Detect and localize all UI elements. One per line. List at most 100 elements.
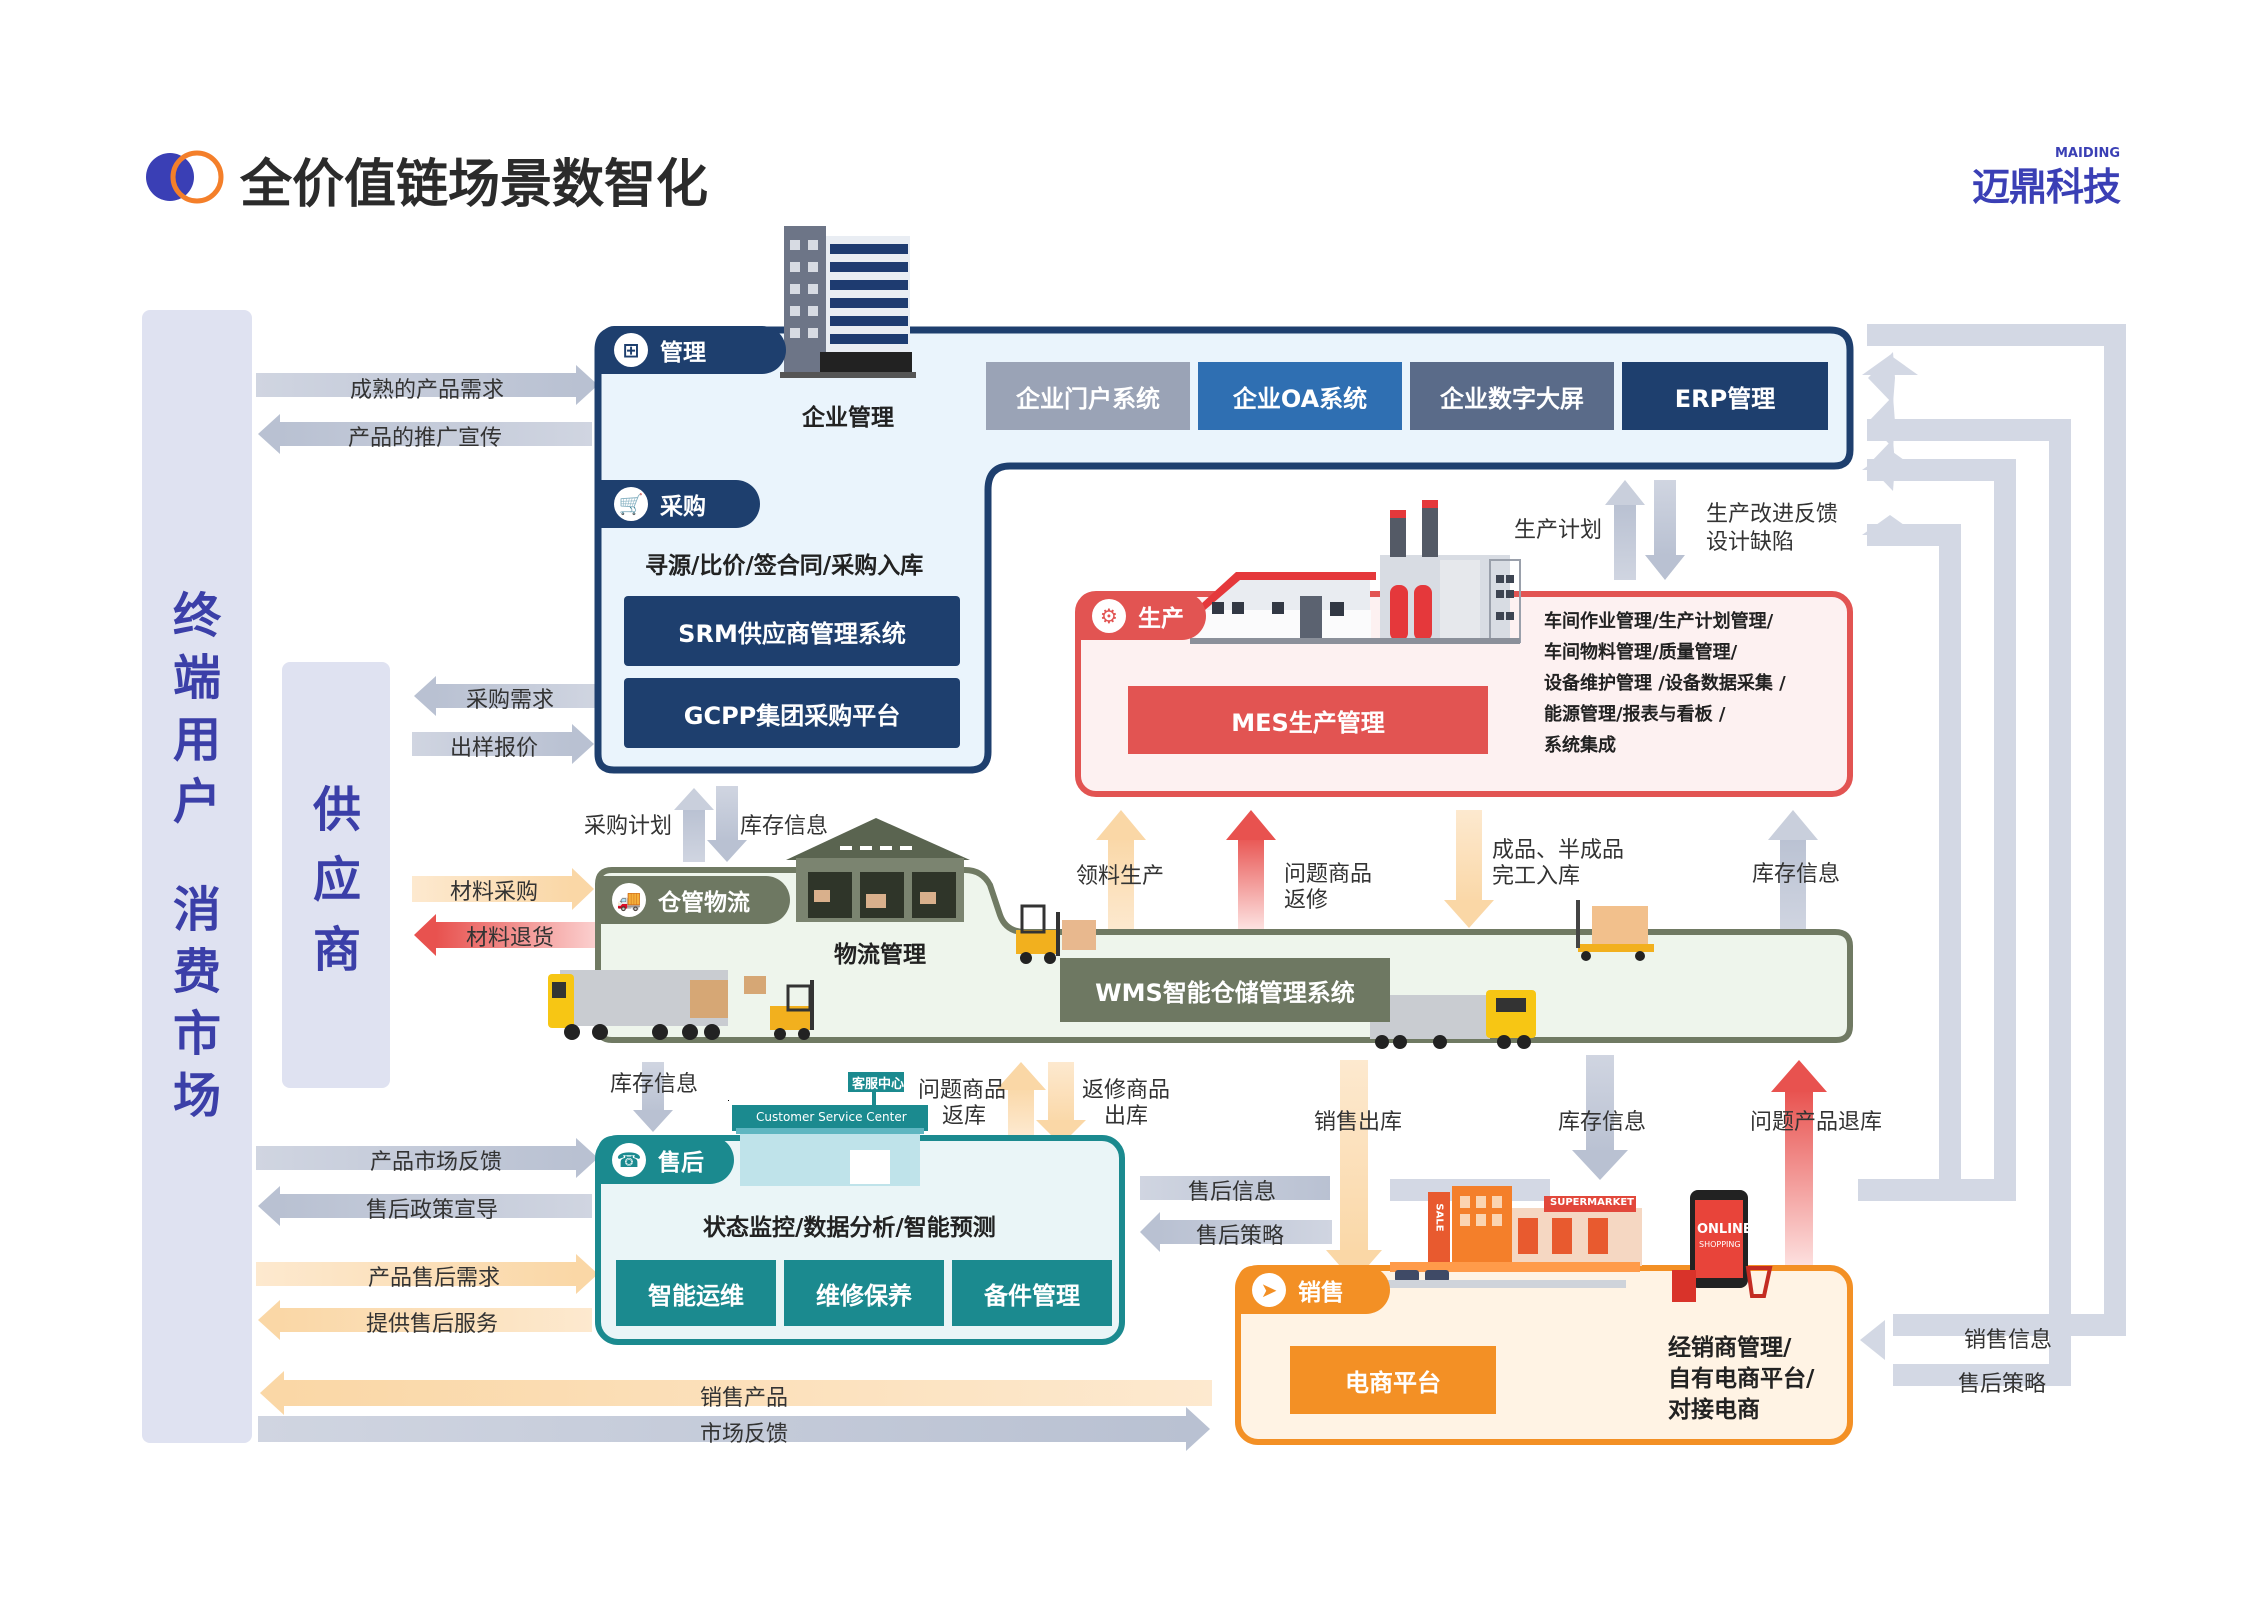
- system-ops[interactable]: 智能运维: [616, 1260, 776, 1326]
- label-a12: 问题商品: [1284, 862, 1373, 887]
- system-dashboard[interactable]: 企业数字大屏: [1410, 362, 1614, 430]
- title-logo-icon: [146, 150, 224, 204]
- arrow-a14: [1768, 810, 1818, 930]
- tag-management-label: 管理: [660, 340, 706, 366]
- tag-aftersales-label: 售后: [658, 1150, 704, 1176]
- system-portal[interactable]: 企业门户系统: [986, 362, 1190, 430]
- label-a5: 材料采购: [450, 880, 539, 905]
- forklift-left-illustration: [744, 976, 814, 1040]
- arrow-a11: [1096, 810, 1146, 930]
- tag-management: ⊞ 管理: [600, 326, 786, 374]
- arrow-a22: [258, 1186, 592, 1226]
- system-maintenance[interactable]: 维修保养: [784, 1260, 944, 1326]
- arrow-a17: [1036, 1062, 1086, 1145]
- warehouse-title: 物流管理: [834, 942, 926, 968]
- brand-logo: MAIDING 迈鼎科技: [1950, 140, 2121, 211]
- arrow-a24: [258, 1300, 592, 1340]
- arrow-a23: [256, 1254, 598, 1294]
- arrow-sales-info: [1860, 1320, 1885, 1360]
- warehouse-building-illustration: [786, 818, 970, 922]
- label-a17: 返修商品: [1082, 1078, 1171, 1103]
- tag-warehouse: 🚚 仓管物流: [598, 876, 790, 924]
- production-feature-5: 系统集成: [1544, 735, 1616, 756]
- customer-service-illustration: [728, 1072, 928, 1186]
- arrow-a4: [412, 724, 594, 764]
- tag-warehouse-label: 仓管物流: [658, 890, 750, 916]
- label-a22: 售后政策宣导: [366, 1198, 499, 1223]
- supplier-text: 供应商: [312, 782, 361, 978]
- label-a3: 采购需求: [466, 688, 555, 713]
- arrow-a8: [707, 786, 747, 862]
- consumer-bar: [142, 310, 252, 1443]
- system-erp[interactable]: ERP管理: [1622, 362, 1828, 430]
- label-a26: 售后策略: [1196, 1224, 1285, 1249]
- system-gcpp[interactable]: GCPP集团采购平台: [624, 678, 960, 748]
- tag-sales: ➤ 销售: [1238, 1266, 1390, 1314]
- label-a17b: 出库: [1104, 1104, 1149, 1129]
- headset-icon: ☎: [612, 1143, 646, 1177]
- arrow-a21: [256, 1138, 598, 1178]
- brand-logo-name: 迈鼎科技: [1971, 165, 2121, 209]
- label-a13: 成品、半成品: [1492, 838, 1625, 863]
- tag-procurement: 🛒 采购: [600, 480, 760, 528]
- forklift-mid-illustration: [1016, 904, 1096, 964]
- arrow-a6: [414, 914, 596, 956]
- truck-right-illustration: [1370, 990, 1536, 1049]
- label-a7: 采购计划: [584, 814, 673, 839]
- system-srm[interactable]: SRM供应商管理系统: [624, 596, 960, 666]
- procurement-title: 寻源/比价/签合同/采购入库: [645, 553, 924, 579]
- label-a14: 库存信息: [1752, 862, 1841, 887]
- sale-sign: SALE: [1433, 1203, 1445, 1232]
- consumer-text: 终端用户消费市场: [172, 588, 221, 1124]
- label-a18: 销售出库: [1314, 1110, 1403, 1135]
- production-feature-1: 车间作业管理/生产计划管理/: [1544, 611, 1774, 632]
- system-ecommerce[interactable]: 电商平台: [1290, 1346, 1496, 1414]
- label-a29: 销售信息: [1964, 1328, 2053, 1353]
- arrow-a2: [258, 414, 592, 454]
- office-building-illustration: [780, 226, 916, 378]
- factory-illustration: [1190, 500, 1521, 644]
- label-a4: 出样报价: [450, 736, 539, 761]
- label-a16b: 返库: [942, 1104, 987, 1129]
- system-spareparts[interactable]: 备件管理: [952, 1260, 1112, 1326]
- arrow-a13: [1444, 810, 1494, 928]
- label-a10b: 设计缺陷: [1706, 530, 1795, 555]
- service-sign: 客服中心: [852, 1077, 905, 1092]
- tag-production-label: 生产: [1138, 606, 1184, 632]
- arrow-a7: [674, 788, 714, 862]
- supplier-label: 供应商: [302, 775, 372, 985]
- system-wms[interactable]: WMS智能仓储管理系统: [1060, 958, 1390, 1022]
- arrow-a27: [260, 1371, 1212, 1415]
- label-a1: 成熟的产品需求: [350, 378, 505, 403]
- arrow-a28: [258, 1407, 1210, 1451]
- sales-feature-2: 自有电商平台/: [1668, 1366, 1815, 1392]
- pallet-jack-illustration: [1576, 900, 1654, 961]
- arrow-a5: [412, 868, 594, 910]
- label-a27: 销售产品: [700, 1386, 789, 1411]
- location-pin-icon: ➤: [1252, 1273, 1286, 1307]
- label-a6: 材料退货: [466, 926, 555, 951]
- arrow-right-loop-1: [1868, 352, 1895, 404]
- arrow-a20: [1771, 1060, 1827, 1270]
- truck-left-illustration: [548, 970, 728, 1040]
- label-a11: 领料生产: [1076, 864, 1165, 889]
- label-a25: 售后信息: [1188, 1180, 1277, 1205]
- arrow-a18: [1326, 1060, 1382, 1282]
- label-a28: 市场反馈: [700, 1422, 789, 1447]
- tag-aftersales: ☎ 售后: [598, 1136, 734, 1184]
- system-oa[interactable]: 企业OA系统: [1198, 362, 1402, 430]
- label-a16: 问题商品: [918, 1078, 1007, 1103]
- arrow-a12: [1226, 810, 1276, 930]
- production-feature-2: 车间物料管理/质量管理/: [1544, 642, 1738, 663]
- label-a21: 产品市场反馈: [370, 1150, 503, 1175]
- phone-sub: SHOPPING: [1699, 1240, 1741, 1249]
- truck-icon: 🚚: [612, 883, 646, 917]
- brand-logo-text: 迈鼎科技: [1971, 156, 2121, 211]
- gear-icon: ⚙: [1092, 599, 1126, 633]
- tag-production: ⚙ 生产: [1078, 592, 1206, 640]
- label-a10: 生产改进反馈: [1706, 502, 1839, 527]
- page-title: 全价值链场景数智化: [240, 155, 709, 215]
- system-mes[interactable]: MES生产管理: [1128, 686, 1488, 754]
- service-sign-en: Customer Service Center: [756, 1110, 907, 1124]
- arrow-a3: [414, 676, 596, 716]
